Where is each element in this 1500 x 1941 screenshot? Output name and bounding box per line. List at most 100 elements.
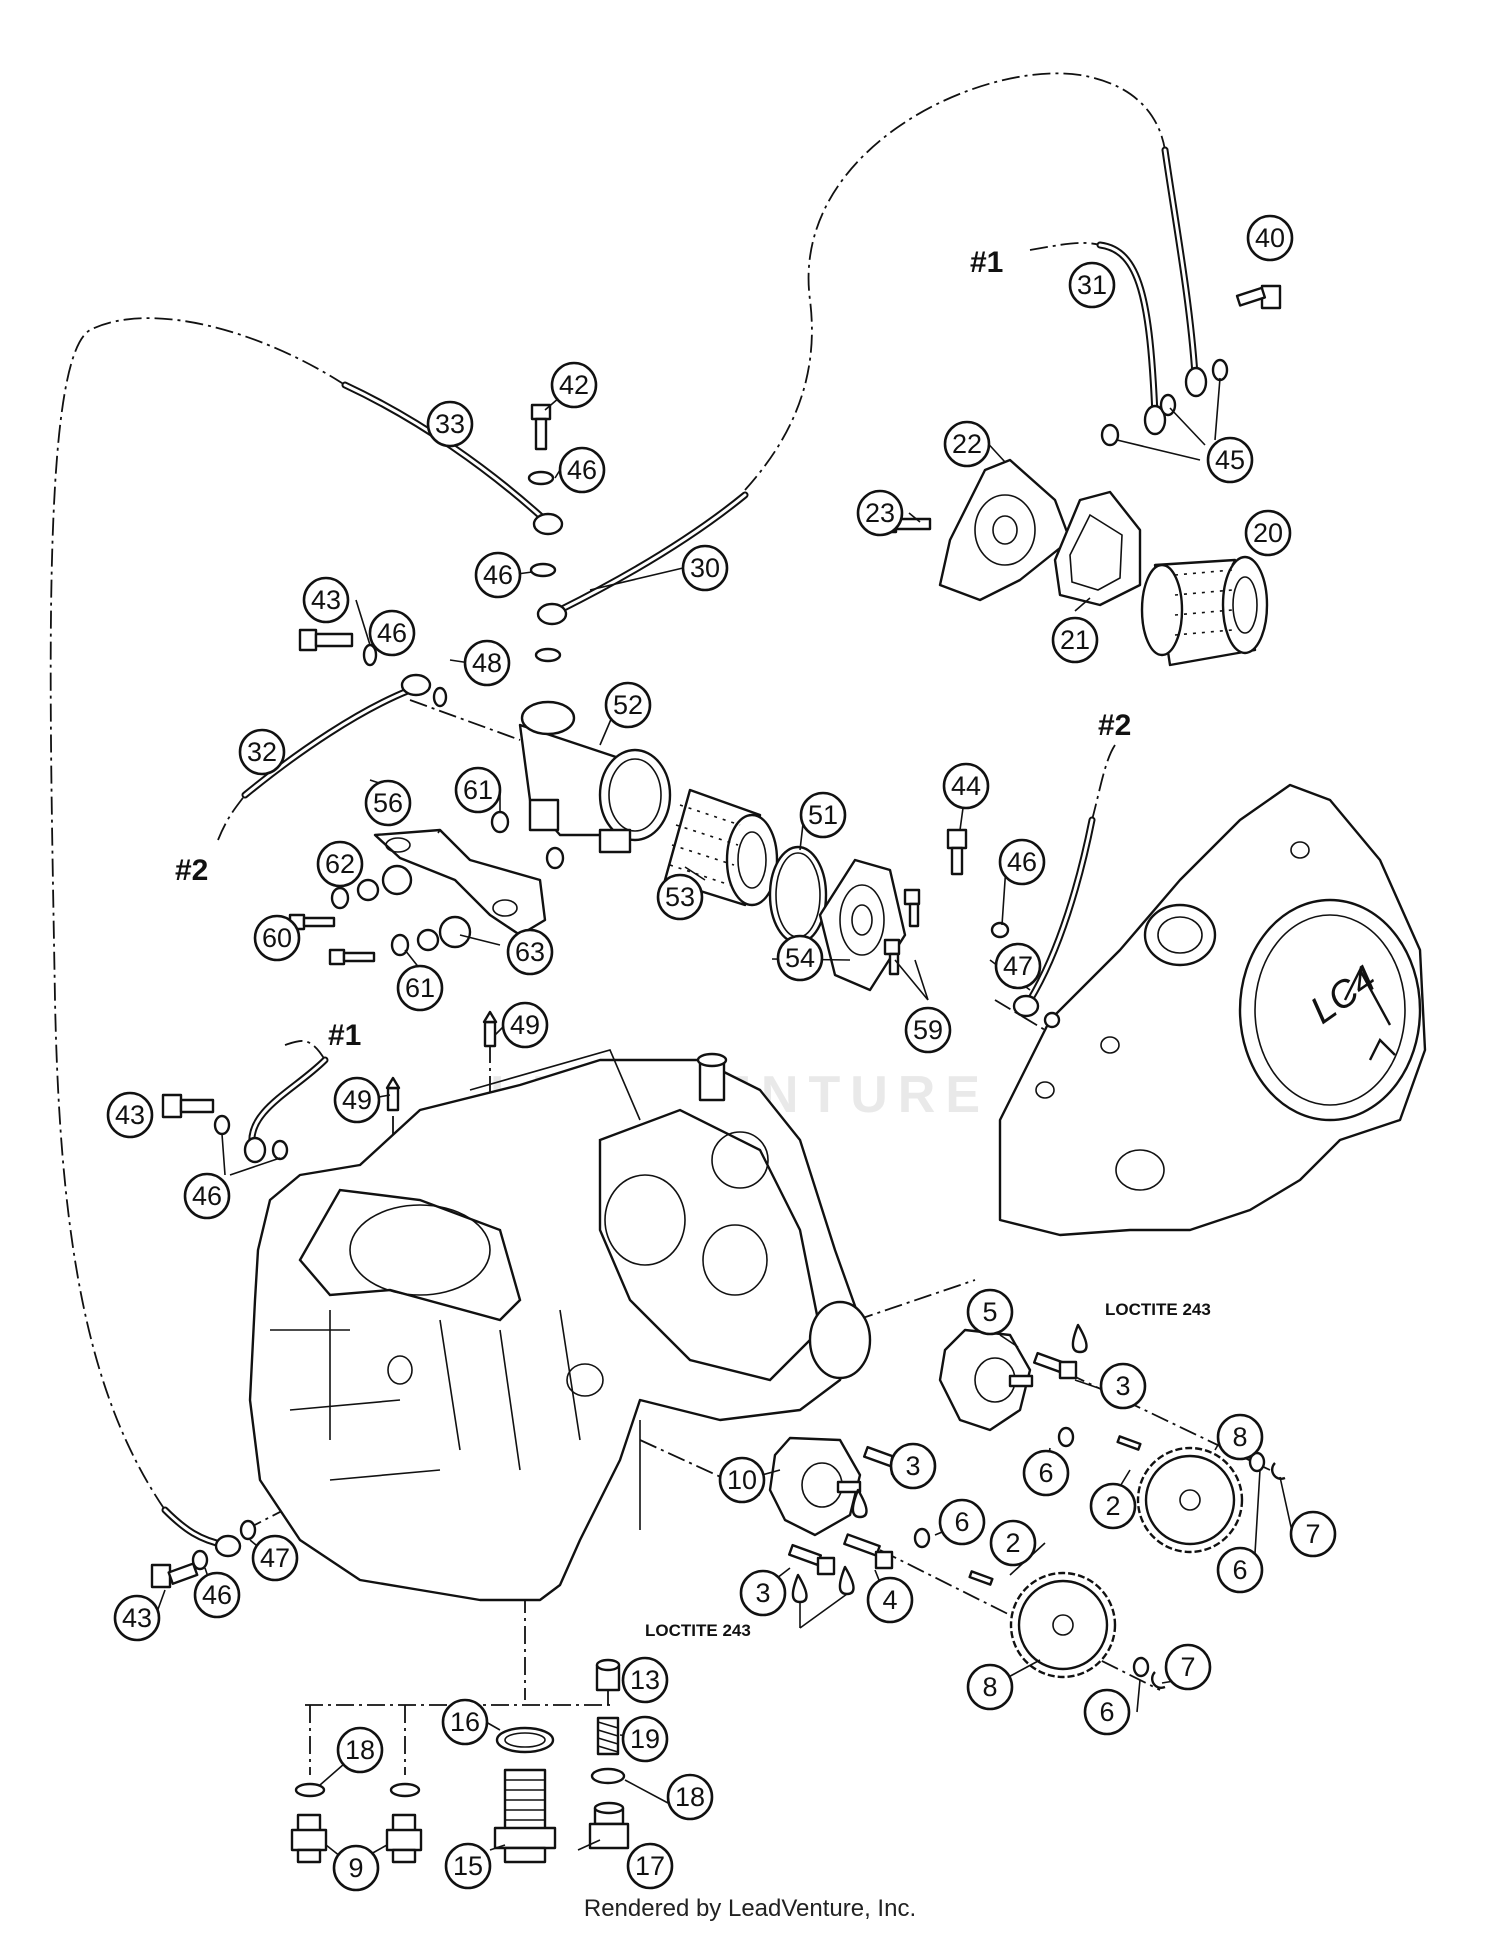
spring-19 [596, 1716, 620, 1756]
svg-text:3: 3 [1115, 1371, 1130, 1401]
callout-3: 3 [1099, 1362, 1147, 1410]
callout-47: 47 [251, 1534, 299, 1582]
callout-46: 46 [193, 1571, 241, 1619]
o-ring-51 [768, 845, 828, 945]
svg-text:18: 18 [345, 1735, 375, 1765]
svg-text:2: 2 [1005, 1528, 1020, 1558]
callout-49: 49 [501, 1001, 549, 1049]
washer-46-left-a [213, 1114, 231, 1136]
svg-text:45: 45 [1215, 445, 1245, 475]
routing-line-top [744, 72, 1166, 491]
svg-text:43: 43 [311, 585, 341, 615]
svg-text:7: 7 [1305, 1519, 1320, 1549]
hose-bottom-left [161, 1506, 242, 1558]
bolt-40 [1235, 284, 1282, 310]
callout-46: 46 [368, 609, 416, 657]
svg-text:46: 46 [202, 1580, 232, 1610]
washer-46-mid [529, 562, 557, 578]
footer-credit: Rendered by LeadVenture, Inc. [583, 1895, 917, 1922]
callout-22: 22 [943, 420, 991, 468]
callout-33: 33 [426, 400, 474, 448]
svg-text:3: 3 [905, 1451, 920, 1481]
callout-53: 53 [656, 873, 704, 921]
svg-text:6: 6 [1038, 1458, 1053, 1488]
routing-line-ref1-left [284, 1040, 326, 1061]
svg-text:51: 51 [808, 800, 838, 830]
washer-47-right [1043, 1011, 1061, 1029]
svg-text:2: 2 [1105, 1491, 1120, 1521]
callout-23: 23 [856, 489, 904, 537]
callout-31: 31 [1068, 261, 1116, 309]
svg-text:16: 16 [450, 1707, 480, 1737]
bolt-42 [530, 403, 552, 451]
bushing-62 [356, 864, 413, 902]
washer-47-lower [239, 1519, 257, 1541]
routing-line-ref1-top [1029, 242, 1101, 251]
callout-8: 8 [1216, 1413, 1264, 1461]
svg-text:43: 43 [115, 1100, 145, 1130]
washer-18c [590, 1767, 626, 1785]
callout-52: 52 [604, 681, 652, 729]
bracket-56 [373, 828, 547, 937]
washer-61b-upper [545, 846, 565, 870]
svg-text:46: 46 [483, 560, 513, 590]
svg-text:4: 4 [882, 1585, 897, 1615]
washer-48b [432, 686, 448, 708]
svg-text:15: 15 [453, 1851, 483, 1881]
routing-line-ref2-right [1091, 744, 1116, 821]
callout-21: 21 [1051, 616, 1099, 664]
callout-18: 18 [666, 1773, 714, 1821]
callout-46: 46 [183, 1172, 231, 1220]
svg-text:23: 23 [865, 498, 895, 528]
callout-15: 15 [444, 1842, 492, 1890]
callout-8: 8 [966, 1663, 1014, 1711]
callout-6: 6 [1022, 1449, 1070, 1497]
hose-31 [1096, 241, 1167, 436]
bolt-61 [328, 948, 376, 966]
callout-48: 48 [463, 639, 511, 687]
svg-text:46: 46 [192, 1181, 222, 1211]
washer-46-upper [527, 470, 555, 486]
callout-62: 62 [316, 840, 364, 888]
bolts-3 [787, 1351, 1078, 1576]
callout-18: 18 [336, 1726, 384, 1774]
callout-42: 42 [550, 361, 598, 409]
hose-right-2 [1012, 816, 1096, 1018]
callout-16: 16 [441, 1698, 489, 1746]
plug-13 [595, 1658, 621, 1692]
svg-text:60: 60 [262, 923, 292, 953]
callout-40: 40 [1246, 214, 1294, 262]
svg-text:52: 52 [613, 690, 643, 720]
svg-text:3: 3 [755, 1578, 770, 1608]
pin-2b [968, 1570, 994, 1586]
svg-text:46: 46 [567, 455, 597, 485]
screen-15 [493, 1768, 557, 1864]
svg-text:9: 9 [348, 1853, 363, 1883]
washer-62 [330, 886, 350, 910]
callout-61: 61 [454, 766, 502, 814]
svg-text:59: 59 [913, 1015, 943, 1045]
washer-46-lower [191, 1549, 209, 1571]
filter-housing-52 [518, 700, 672, 854]
leaders-45 [1116, 377, 1221, 461]
svg-text:6: 6 [954, 1507, 969, 1537]
crankcase [248, 1049, 872, 1602]
svg-text:7: 7 [1180, 1652, 1195, 1682]
callout-20: 20 [1244, 509, 1292, 557]
callout-2: 2 [989, 1519, 1037, 1567]
callout-43: 43 [106, 1091, 154, 1139]
callout-49: 49 [333, 1076, 381, 1124]
svg-text:47: 47 [1003, 951, 1033, 981]
svg-text:6: 6 [1232, 1555, 1247, 1585]
callout-2: 2 [1089, 1482, 1137, 1530]
washer-46-left-b [271, 1139, 289, 1161]
plugs-49 [385, 1010, 498, 1112]
clip-7a [1271, 1462, 1286, 1480]
bolt-43-lower [150, 1562, 199, 1589]
o-ring-16 [495, 1726, 555, 1754]
washer-6b [913, 1527, 931, 1549]
routing-line-ref2-left [217, 794, 246, 841]
callout-44: 44 [942, 762, 990, 810]
callout-45: 45 [1206, 436, 1254, 484]
svg-text:48: 48 [472, 648, 502, 678]
